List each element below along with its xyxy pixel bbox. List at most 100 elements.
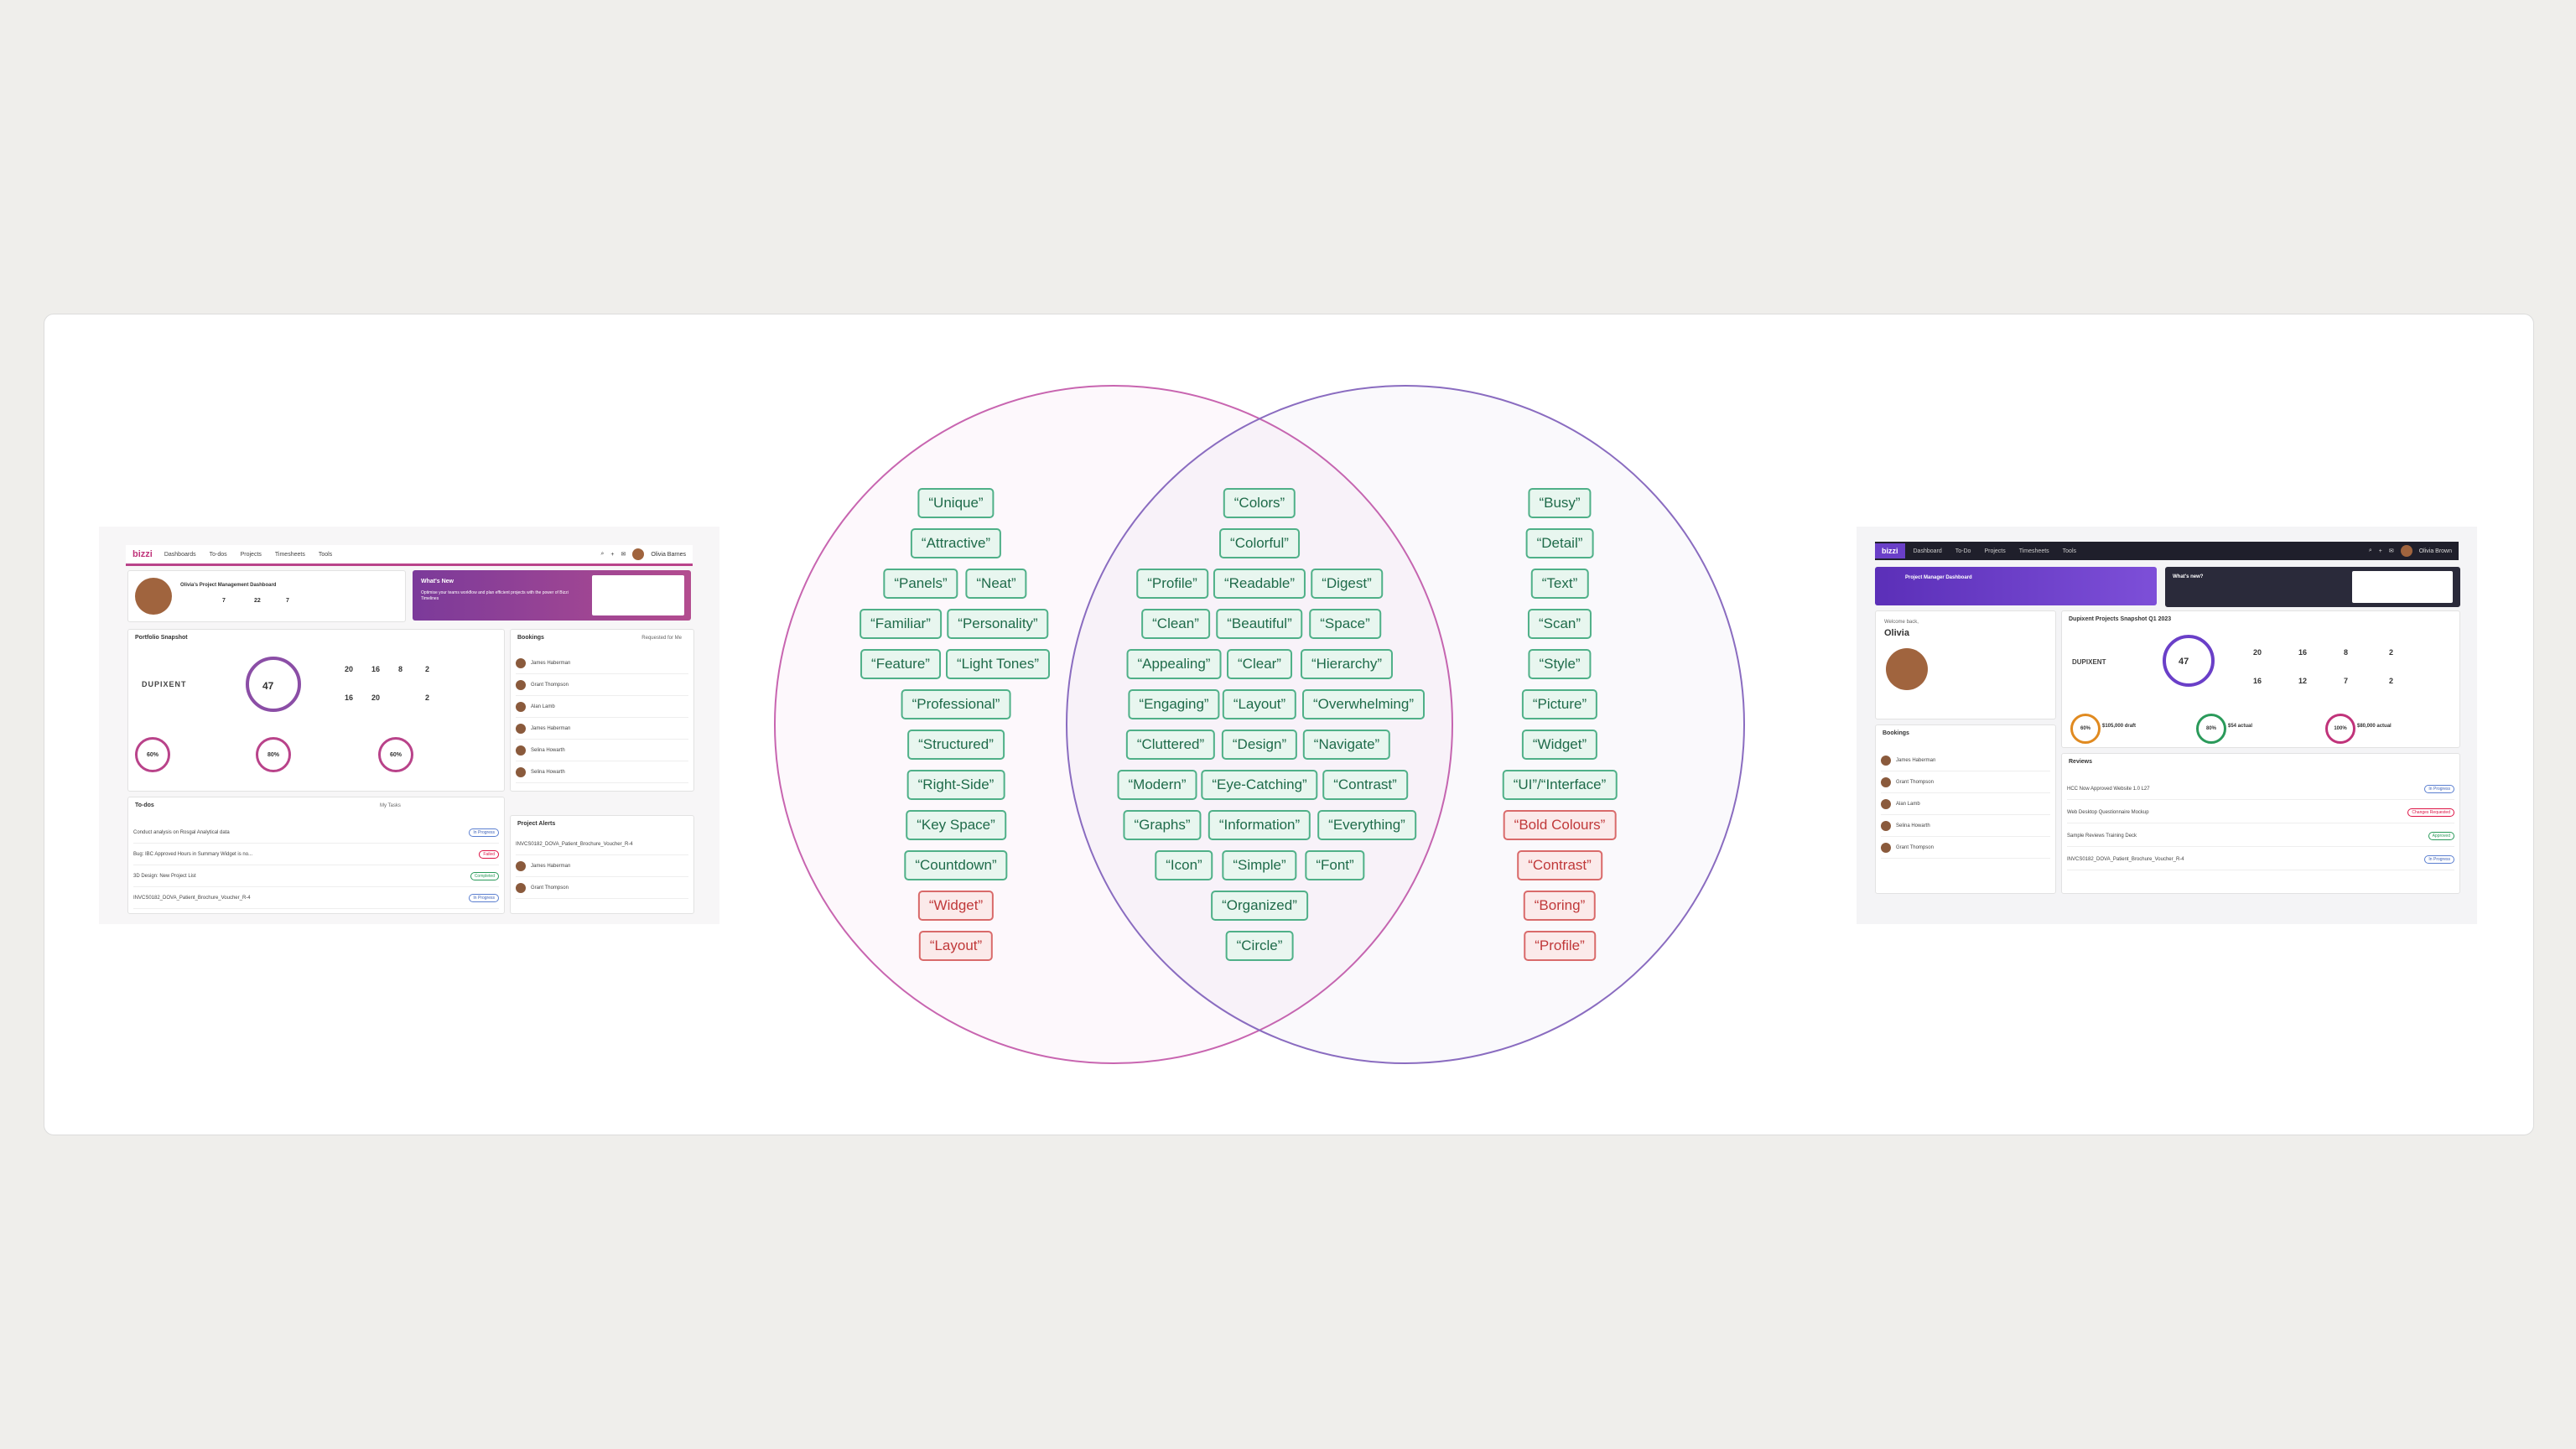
- bookings-title: Bookings: [1883, 730, 1909, 736]
- nav-item[interactable]: Tools: [318, 551, 333, 558]
- list-item[interactable]: Grant Thompson: [1881, 838, 2050, 859]
- avatar: [135, 578, 172, 615]
- venn-word-shared: “Readable”: [1213, 569, 1306, 599]
- venn-word-right_only: “Text”: [1530, 569, 1589, 599]
- list-item[interactable]: James Haberman: [516, 856, 688, 877]
- costs-ring: 100%: [2325, 714, 2355, 744]
- budget-ring: 60%: [135, 737, 170, 772]
- search-icon[interactable]: ⌕: [600, 551, 605, 557]
- venn-word-shared: “Colorful”: [1219, 528, 1300, 558]
- whats-new-panel[interactable]: What's new?: [2165, 567, 2460, 607]
- bookings-filter[interactable]: Requested for Me: [641, 636, 682, 641]
- whats-new-banner[interactable]: What's New Optimise your teams workflow …: [413, 570, 691, 621]
- venn-word-shared: “Organized”: [1211, 891, 1308, 921]
- venn-word-right_only: “UI”/“Interface”: [1502, 770, 1618, 800]
- venn-word-shared: “Clear”: [1227, 649, 1292, 679]
- preview-image: [592, 575, 684, 615]
- reviews-title: Reviews: [2069, 759, 2093, 765]
- nav-item[interactable]: Tools: [2062, 548, 2076, 554]
- venn-word-left_only: “Key Space”: [906, 810, 1006, 840]
- budget-ring: 60%: [2070, 714, 2101, 744]
- venn-word-left_only: “Light Tones”: [946, 649, 1050, 679]
- list-item[interactable]: Grant Thompson: [516, 675, 688, 696]
- whats-new-title: What's new?: [2173, 574, 2204, 579]
- list-item[interactable]: Selina Howarth: [1881, 816, 2050, 837]
- bookings-panel: Bookings James Haberman Grant Thompson A…: [1875, 724, 2056, 894]
- venn-word-shared: “Simple”: [1222, 850, 1297, 880]
- todo-filter[interactable]: My Tasks: [380, 803, 401, 808]
- pm-banner: Project Manager Dashboard: [1875, 567, 2157, 605]
- welcome-name: Olivia: [1884, 628, 1909, 638]
- table-row[interactable]: INVCS0182_DOVA_Patient_Brochure_Voucher_…: [2067, 849, 2454, 870]
- projects-count: 47: [262, 680, 274, 692]
- dashboard-screenshot-a: bizzi Dashboards To-dos Projects Timeshe…: [99, 527, 719, 924]
- whats-new-body: Optimise your teams workflow and plan ef…: [421, 590, 569, 601]
- list-item[interactable]: James Haberman: [1881, 750, 2050, 771]
- list-item[interactable]: Selina Howarth: [516, 740, 688, 761]
- venn-word-right_only: “Busy”: [1528, 488, 1592, 518]
- avatar: [1886, 648, 1928, 690]
- list-item[interactable]: INVCS0182_DOVA_Patient_Brochure_Voucher_…: [516, 834, 688, 855]
- venn-word-shared: “Clean”: [1141, 609, 1210, 639]
- pm-banner-title: Project Manager Dashboard: [1905, 575, 1972, 580]
- top-nav: bizzi Dashboard To-Do Projects Timesheet…: [1875, 542, 2459, 560]
- venn-word-shared: “Graphs”: [1123, 810, 1202, 840]
- preview-image: [2352, 571, 2453, 603]
- value-label: $80,000 actual: [2357, 724, 2392, 729]
- table-row[interactable]: Bug: IBC Approved Hours in Summary Widge…: [133, 844, 499, 865]
- plus-icon[interactable]: +: [610, 551, 615, 558]
- mail-icon[interactable]: ✉: [2388, 548, 2394, 554]
- bizzi-logo: bizzi: [1875, 543, 1905, 558]
- venn-word-left_only: “Panels”: [883, 569, 958, 599]
- venn-word-shared: “Colors”: [1223, 488, 1296, 518]
- mail-icon[interactable]: ✉: [621, 552, 626, 558]
- avatar[interactable]: [632, 548, 645, 560]
- snapshot-panel: Dupixent Projects Snapshot Q1 2023 DUPIX…: [2061, 610, 2460, 748]
- stat-value: 16: [2253, 677, 2262, 685]
- list-item[interactable]: Selina Howarth: [516, 762, 688, 783]
- stat-value: 20: [371, 693, 381, 702]
- list-item[interactable]: Grant Thompson: [516, 878, 688, 899]
- venn-word-shared: “Eye-Catching”: [1201, 770, 1318, 800]
- value-label: $105,000 draft: [2102, 724, 2137, 729]
- stat-value: 2: [425, 665, 430, 673]
- table-row[interactable]: Conduct analysis on Rosgal Analytical da…: [133, 823, 499, 844]
- stat-value: 20: [345, 665, 354, 673]
- venn-word-shared: “Design”: [1221, 730, 1298, 760]
- projects-count: 47: [2179, 657, 2189, 667]
- venn-word-shared: “Layout”: [1222, 689, 1297, 719]
- venn-word-left_only: “Right-Side”: [906, 770, 1005, 800]
- list-item[interactable]: Alan Lamb: [516, 697, 688, 718]
- venn-word-shared: “Icon”: [1155, 850, 1213, 880]
- venn-word-shared: “Space”: [1309, 609, 1381, 639]
- list-item[interactable]: James Haberman: [516, 653, 688, 674]
- table-row[interactable]: INVCS0182_DOVA_Patient_Brochure_Voucher_…: [133, 888, 499, 909]
- nav-item[interactable]: To-Do: [1955, 548, 1971, 554]
- bookings-title: Bookings: [517, 635, 544, 641]
- list-item[interactable]: Alan Lamb: [1881, 794, 2050, 815]
- dashboard-screenshot-b: bizzi Dashboard To-Do Projects Timesheet…: [1857, 527, 2477, 924]
- venn-word-shared: “Information”: [1208, 810, 1311, 840]
- nav-item[interactable]: Dashboards: [164, 551, 196, 558]
- nav-item[interactable]: Dashboard: [1913, 548, 1942, 554]
- nav-item[interactable]: Timesheets: [274, 551, 305, 558]
- venn-word-left_only: “Professional”: [901, 689, 1011, 719]
- nav-item[interactable]: Projects: [1984, 548, 2006, 554]
- search-icon[interactable]: ⌕: [2368, 548, 2372, 553]
- nav-item[interactable]: Projects: [240, 551, 262, 558]
- stat-value: 16: [371, 665, 381, 673]
- list-item[interactable]: James Haberman: [516, 719, 688, 740]
- nav-item[interactable]: To-dos: [209, 551, 227, 558]
- nav-item[interactable]: Timesheets: [2018, 548, 2049, 554]
- list-item[interactable]: Grant Thompson: [1881, 772, 2050, 793]
- avatar[interactable]: [2400, 545, 2412, 557]
- venn-word-shared: “Overwhelming”: [1302, 689, 1425, 719]
- venn-word-left_only: “Structured”: [907, 730, 1005, 760]
- plus-icon[interactable]: +: [2378, 548, 2382, 554]
- stat-value: 2: [2389, 677, 2394, 685]
